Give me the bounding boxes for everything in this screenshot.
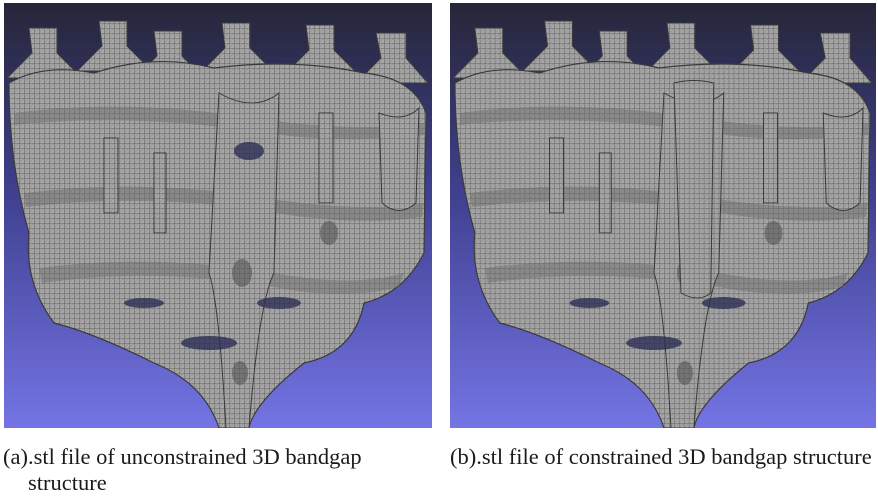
caption-a-text: .stl file of unconstrained 3D bandgap st… xyxy=(27,444,362,495)
figure-panel-a xyxy=(4,3,432,428)
figure-panel-b xyxy=(450,3,876,428)
viewport-render-a xyxy=(4,3,432,428)
caption-a: (a) .stl file of unconstrained 3D bandga… xyxy=(3,444,443,496)
caption-b-label: (b) xyxy=(450,444,477,469)
caption-b: (b) .stl file of constrained 3D bandgap … xyxy=(450,444,878,470)
caption-a-label: (a) xyxy=(3,444,28,469)
viewport-render-b xyxy=(450,3,876,428)
caption-b-text: .stl file of constrained 3D bandgap stru… xyxy=(476,444,872,469)
